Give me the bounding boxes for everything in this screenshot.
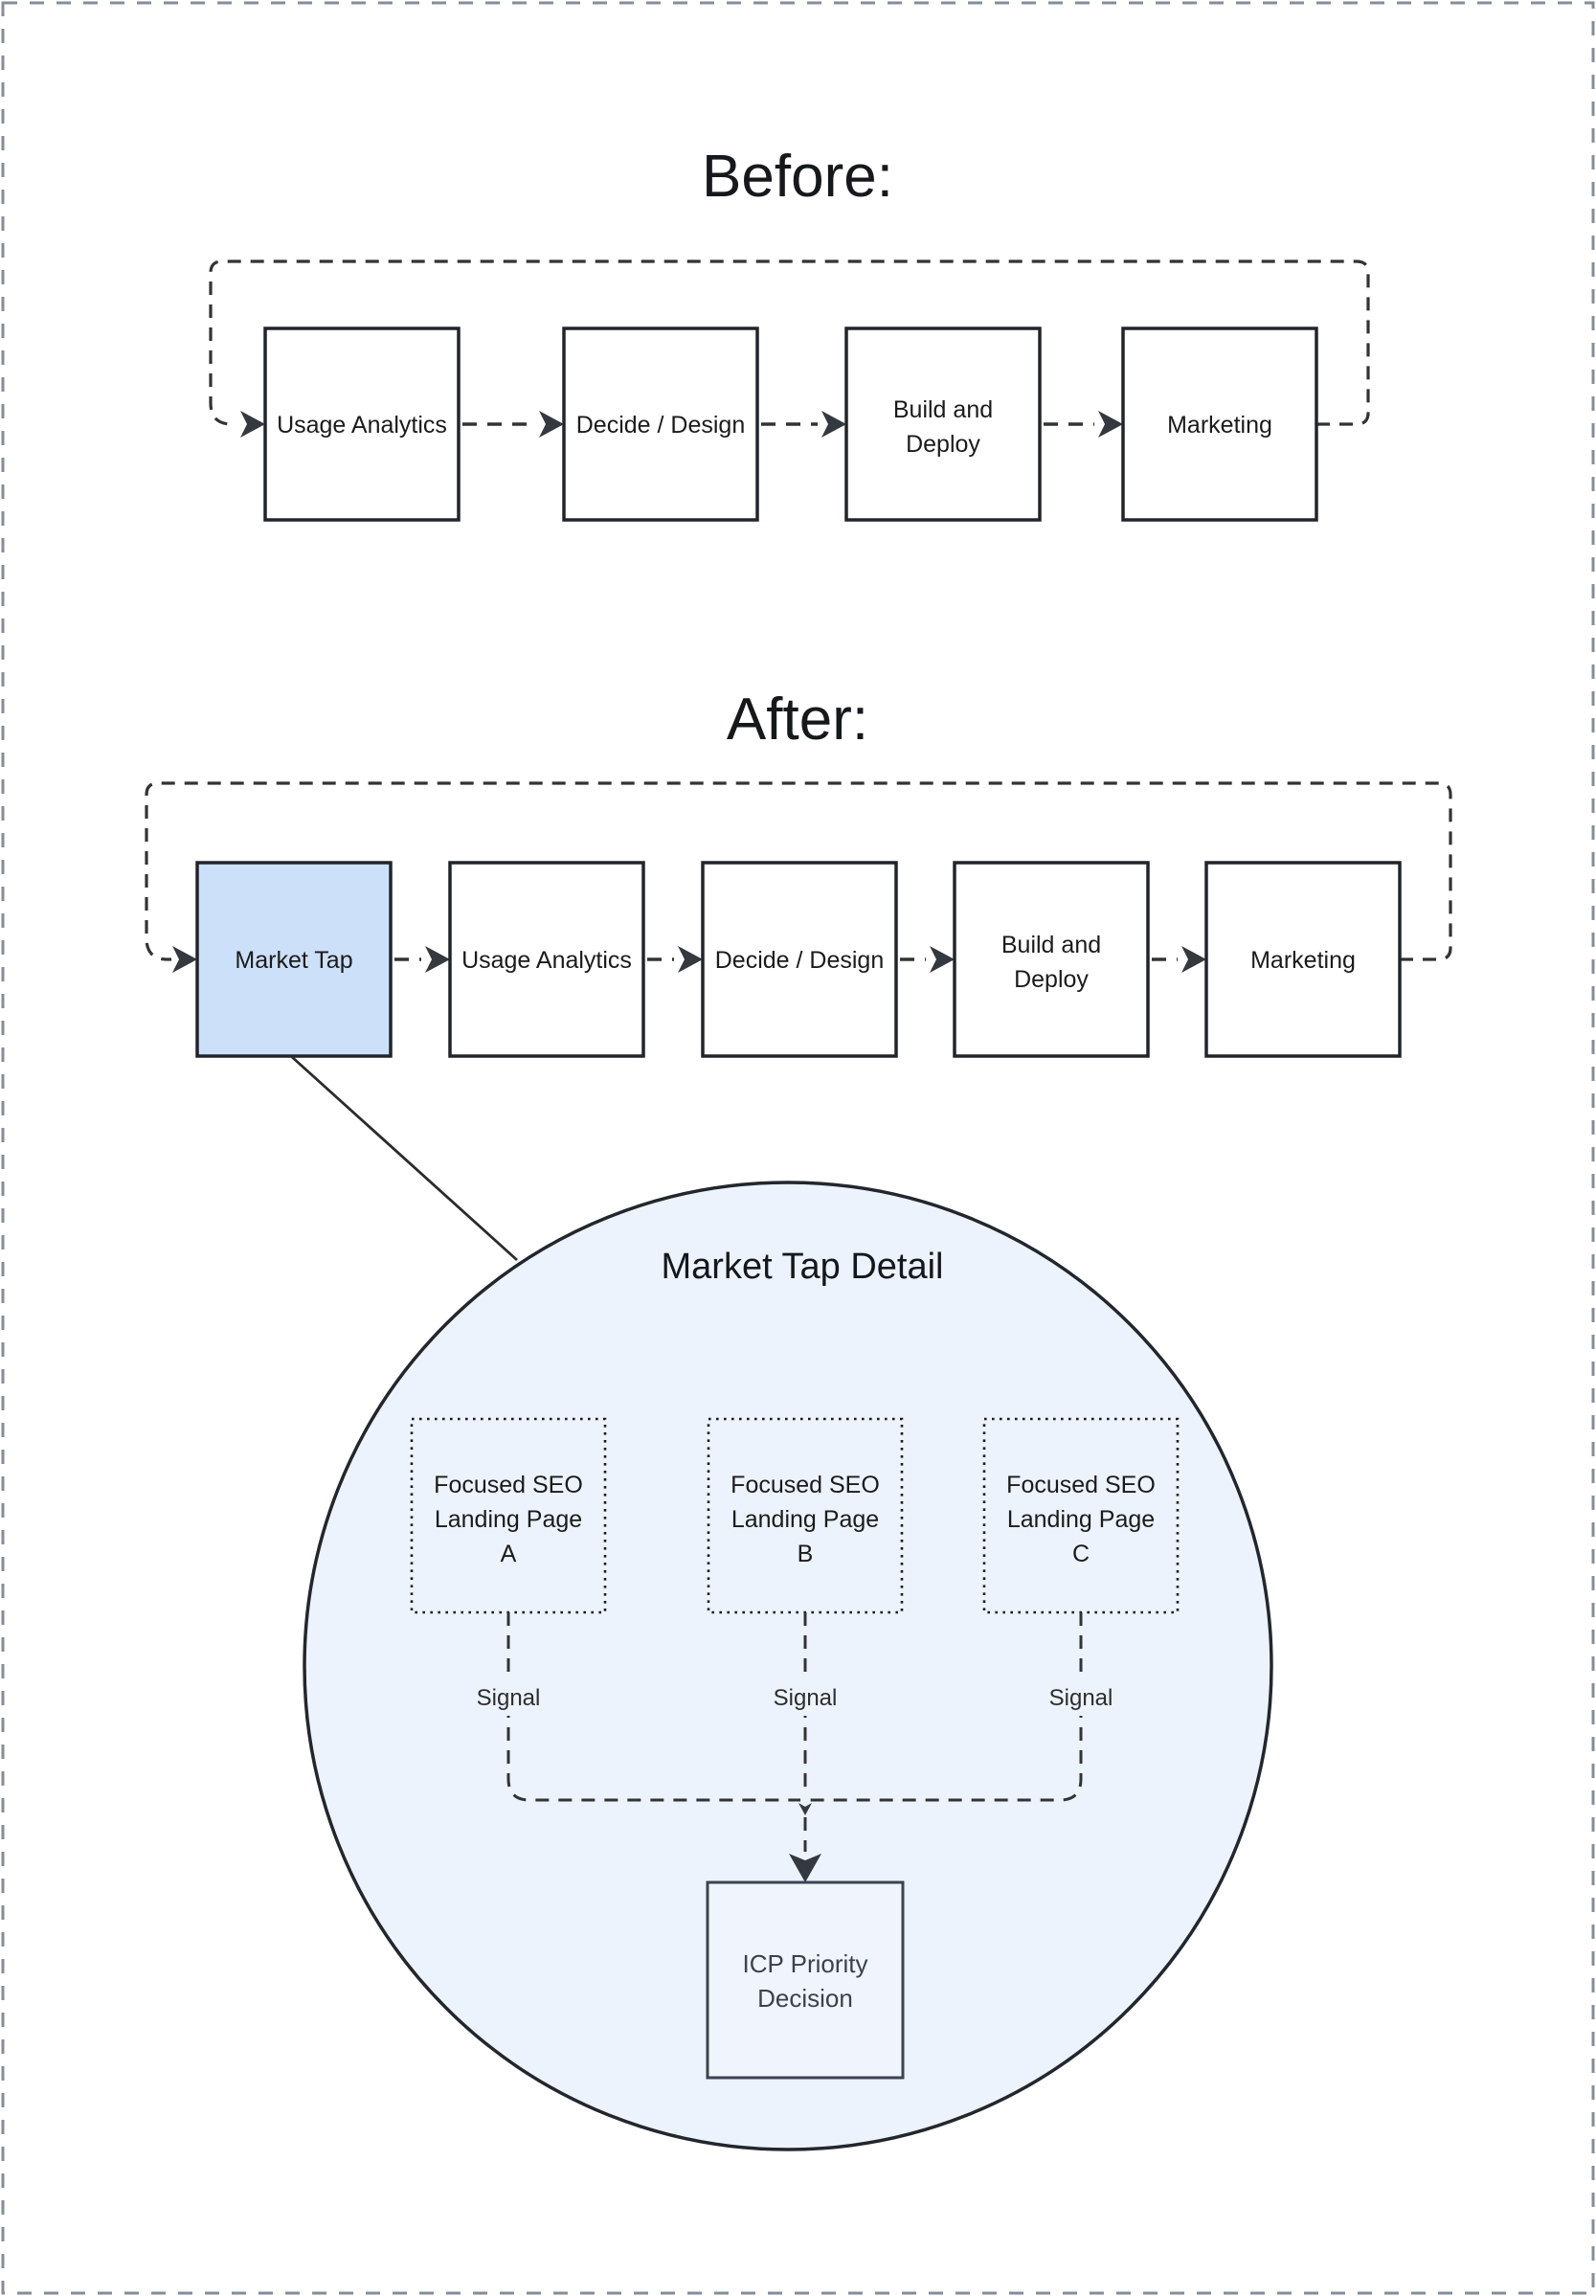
after-title: After: (727, 687, 868, 753)
node-label: Marketing (1250, 947, 1356, 974)
node-label: Usage Analytics (277, 412, 447, 439)
node-box (448, 861, 645, 1058)
after-node-market-tap: Market Tap (195, 861, 393, 1058)
signal-line-c (810, 1612, 1083, 1802)
before-node-decide-design: Decide / Design (562, 326, 759, 522)
arrow-down-icon (789, 1854, 821, 1882)
node-box (1121, 326, 1318, 522)
landing-page-line3: C (1072, 1541, 1090, 1567)
arrow-right-icon (1098, 411, 1123, 438)
after-feedback-loop (145, 781, 1452, 961)
signal-label-backdrop (762, 1676, 848, 1716)
arrow-right-icon (678, 946, 703, 973)
signal-label-backdrop (1038, 1676, 1124, 1716)
node-box (844, 326, 1042, 522)
node-label-line1: Build and (893, 396, 993, 423)
node-label: Usage Analytics (461, 947, 632, 974)
after-section: After: Market Tap Usage Analytics Decide… (145, 687, 1452, 1058)
landing-page-a: Focused SEO Landing Page A (410, 1417, 607, 1614)
arrow-right-icon (930, 946, 955, 973)
before-node-usage-analytics: Usage Analytics (263, 326, 461, 522)
node-label: Decide / Design (576, 412, 745, 439)
landing-page-line1: Focused SEO (731, 1472, 880, 1498)
after-node-usage-analytics: Usage Analytics (448, 861, 645, 1058)
node-box (1204, 861, 1402, 1058)
detail-circle (303, 1181, 1273, 2151)
arrow-right-icon (821, 411, 846, 438)
detail-title: Market Tap Detail (662, 1247, 944, 1287)
landing-page-line2: Landing Page (731, 1506, 879, 1533)
arrow-right-icon (240, 411, 265, 438)
node-box (263, 326, 461, 522)
signal-line-a (506, 1612, 800, 1802)
node-label-line1: Build and (1001, 932, 1101, 958)
before-node-marketing: Marketing (1121, 326, 1318, 522)
decision-label-line1: ICP Priority (743, 1949, 868, 1978)
landing-page-line1: Focused SEO (434, 1472, 583, 1498)
node-label: Decide / Design (715, 947, 884, 974)
signal-label-c: Signal (1049, 1685, 1113, 1711)
landing-page-line3: B (798, 1541, 814, 1567)
arrow-down-small-icon (798, 1803, 812, 1815)
landing-page-b: Focused SEO Landing Page B (707, 1417, 904, 1614)
landing-page-line3: A (501, 1541, 517, 1567)
after-node-build-deploy: Build and Deploy (953, 861, 1150, 1058)
node-box (562, 326, 759, 522)
arrow-right-icon (1181, 946, 1206, 973)
node-box (701, 861, 898, 1058)
node-label: Market Tap (235, 947, 352, 974)
after-node-decide-design: Decide / Design (701, 861, 898, 1058)
landing-page-line2: Landing Page (1007, 1506, 1155, 1533)
arrow-right-icon (172, 946, 197, 973)
decision-label-line2: Decision (757, 1984, 853, 2013)
before-title: Before: (702, 144, 893, 210)
signal-label-backdrop (465, 1676, 551, 1716)
decision-node: ICP Priority Decision (706, 1880, 905, 2080)
after-node-marketing: Marketing (1204, 861, 1402, 1058)
landing-page-line2: Landing Page (435, 1506, 582, 1533)
node-box (953, 861, 1150, 1058)
landing-page-line1: Focused SEO (1006, 1472, 1156, 1498)
signal-label-b: Signal (774, 1685, 838, 1711)
before-section: Before: Usage Analytics Decide / Design … (209, 144, 1370, 522)
node-box-highlighted (195, 861, 393, 1058)
decision-box (706, 1880, 905, 2080)
arrow-right-icon (425, 946, 450, 973)
detail-connector-line (291, 1055, 518, 1262)
signal-label-a: Signal (477, 1685, 541, 1711)
before-feedback-loop (209, 259, 1370, 426)
market-tap-detail-section: Market Tap Detail Focused SEO Landing Pa… (291, 1055, 1273, 2151)
arrow-right-icon (539, 411, 564, 438)
node-label: Marketing (1167, 412, 1272, 439)
before-node-build-deploy: Build and Deploy (844, 326, 1042, 522)
node-label-line2: Deploy (906, 431, 980, 458)
node-label-line2: Deploy (1014, 966, 1089, 993)
